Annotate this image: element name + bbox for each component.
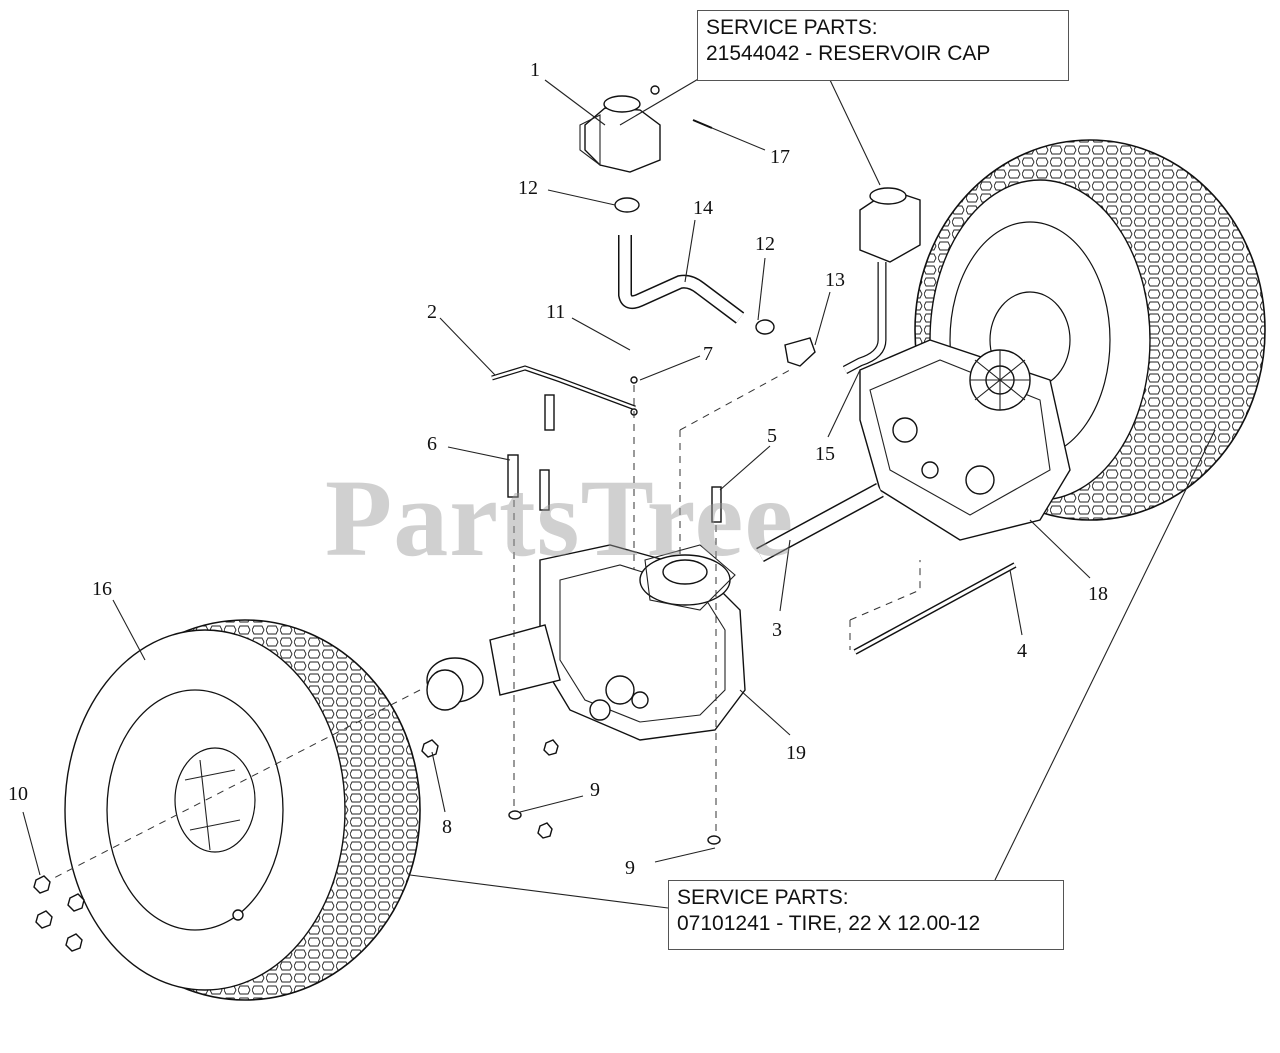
- callout-12-right: 12: [755, 233, 775, 255]
- callout-10: 10: [8, 783, 28, 805]
- callout-13: 13: [825, 269, 845, 291]
- callout-numbers: 1 17 12 14 12 13 2 11 7 6 5 15 16 18 3 4…: [8, 59, 1108, 879]
- callout-3: 3: [772, 619, 782, 641]
- callout-7: 7: [703, 343, 713, 365]
- callout-9-lower: 9: [625, 857, 635, 879]
- elbow-fitting: [784, 337, 816, 367]
- service-parts-heading: SERVICE PARTS:: [677, 886, 849, 909]
- service-parts-heading: SERVICE PARTS:: [706, 16, 878, 39]
- pin: [692, 119, 713, 129]
- right-transaxle: [859, 339, 1071, 541]
- callout-16: 16: [92, 578, 112, 600]
- callout-1: 1: [530, 59, 540, 81]
- callout-4: 4: [1017, 640, 1027, 662]
- leader-lines: [22, 77, 1216, 909]
- lug-nuts: [33, 875, 85, 952]
- nuts: [421, 739, 721, 845]
- service-parts-box-reservoir: SERVICE PARTS: 21544042 - RESERVOIR CAP: [697, 10, 1069, 81]
- service-parts-item: 07101241 - TIRE, 22 X 12.00-12: [677, 912, 981, 935]
- service-parts-box-tire: SERVICE PARTS: 07101241 - TIRE, 22 X 12.…: [668, 880, 1064, 950]
- callout-8: 8: [442, 816, 452, 838]
- callout-6: 6: [427, 433, 437, 455]
- assembly-lines: [49, 369, 921, 881]
- hose-clamp-right: [755, 319, 775, 335]
- hose: [618, 235, 745, 324]
- left-tire: [64, 619, 421, 1001]
- hose-clamp-top: [614, 197, 640, 213]
- callout-2: 2: [427, 301, 437, 323]
- callout-9-upper: 9: [590, 779, 600, 801]
- callout-14: 14: [693, 197, 713, 219]
- callout-17: 17: [770, 146, 790, 168]
- axle-rod: [853, 562, 1017, 655]
- callout-5: 5: [767, 425, 777, 447]
- callout-11: 11: [546, 301, 565, 323]
- callout-15: 15: [815, 443, 835, 465]
- left-transaxle: [426, 544, 746, 741]
- control-rod: [491, 365, 636, 411]
- top-reservoir: [579, 85, 661, 173]
- right-reservoir: [842, 187, 921, 374]
- tube: [756, 482, 884, 563]
- watermark: PartsTree: [325, 457, 795, 579]
- callout-18: 18: [1088, 583, 1108, 605]
- callout-19: 19: [786, 742, 806, 764]
- callout-12-top: 12: [518, 177, 538, 199]
- service-parts-item: 21544042 - RESERVOIR CAP: [706, 42, 991, 65]
